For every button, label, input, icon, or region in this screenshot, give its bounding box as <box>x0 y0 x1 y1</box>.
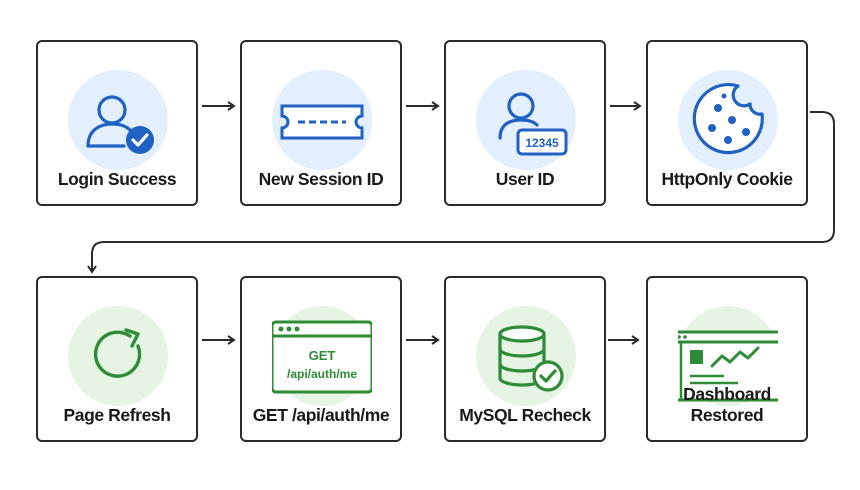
ticket-icon <box>280 104 364 140</box>
browser-request-icon: GET /api/auth/me <box>272 320 372 394</box>
step-label: User ID <box>495 169 555 189</box>
step-dashboard-restored: Dashboard Restored <box>646 276 808 442</box>
request-path: /api/auth/me <box>287 367 357 381</box>
step-mysql-recheck: MySQL Recheck <box>444 276 606 442</box>
cookie-icon <box>692 82 764 155</box>
step-login-success: Login Success <box>36 40 198 206</box>
database-check-icon <box>498 325 564 392</box>
icon-circle <box>476 306 576 406</box>
icon-circle <box>68 70 168 170</box>
icon-circle <box>678 70 778 170</box>
step-label: Page Refresh <box>63 405 171 425</box>
step-page-refresh: Page Refresh <box>36 276 198 442</box>
request-method: GET <box>309 348 336 363</box>
step-label: HttpOnly Cookie <box>661 169 793 189</box>
step-get-api-auth-me: GET /api/auth/me GET /api/auth/me <box>240 276 402 442</box>
refresh-icon <box>93 328 142 378</box>
user-check-icon <box>86 95 154 154</box>
step-label: GET /api/auth/me <box>252 405 390 425</box>
icon-circle: GET /api/auth/me <box>272 306 372 406</box>
step-label: Dashboard Restored <box>683 384 771 425</box>
step-new-session-id: New Session ID <box>240 40 402 206</box>
user-id-badge: 12345 <box>525 136 559 150</box>
step-user-id: 12345 User ID <box>444 40 606 206</box>
icon-circle <box>272 70 372 170</box>
icon-circle <box>68 306 168 406</box>
step-label: MySQL Recheck <box>459 405 591 425</box>
dashboard-icon <box>678 330 778 402</box>
icon-circle: 12345 <box>476 70 576 170</box>
step-label: Login Success <box>57 169 177 189</box>
step-label: New Session ID <box>258 169 384 189</box>
user-id-icon: 12345 <box>498 92 568 156</box>
step-httponly-cookie: HttpOnly Cookie <box>646 40 808 206</box>
icon-circle <box>678 306 778 406</box>
